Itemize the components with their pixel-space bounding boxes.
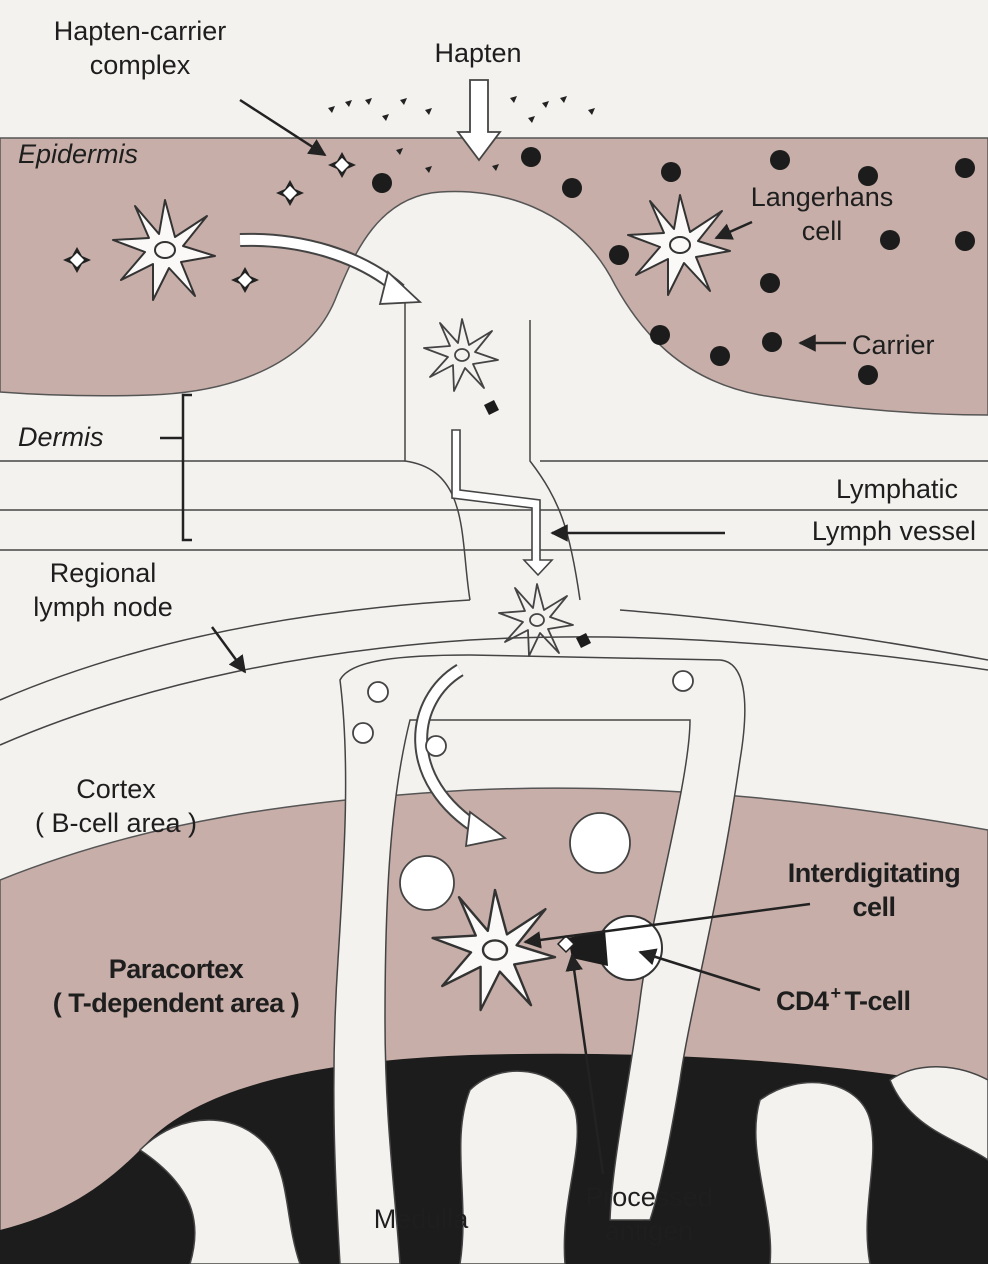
- label-lymph-vessel: Lymph vessel: [812, 514, 976, 548]
- label-cortex-line2: ( B-cell area ): [35, 806, 197, 840]
- label-processed-line1: Processed: [585, 1180, 713, 1214]
- label-langerhans-cell: Langerhans cell: [751, 180, 894, 248]
- label-cd4-prefix: CD4: [776, 986, 829, 1016]
- label-processed-line2: antigen: [585, 1214, 713, 1248]
- label-paracortex: Paracortex ( T-dependent area ): [53, 952, 300, 1020]
- label-processed-antigen: Processed antigen: [585, 1180, 713, 1248]
- label-hapten: Hapten: [434, 36, 521, 70]
- label-hapten-carrier-line2: complex: [54, 48, 227, 82]
- label-medulla: Medulla: [374, 1202, 469, 1236]
- label-epidermis: Epidermis: [18, 137, 138, 171]
- label-cd4-sup: +: [831, 983, 841, 1003]
- label-langerhans-line1: Langerhans: [751, 180, 894, 214]
- label-hapten-carrier-line1: Hapten-carrier: [54, 14, 227, 48]
- label-regional-lymph-node: Regional lymph node: [33, 556, 173, 624]
- label-interdigitating-line2: cell: [788, 890, 960, 924]
- label-regional-line2: lymph node: [33, 590, 173, 624]
- label-cd4-suffix: T-cell: [845, 986, 911, 1016]
- label-langerhans-line2: cell: [751, 214, 894, 248]
- label-paracortex-line2: ( T-dependent area ): [53, 986, 300, 1020]
- label-interdigitating-line1: Interdigitating: [788, 856, 960, 890]
- label-paracortex-line1: Paracortex: [53, 952, 300, 986]
- label-cd4-t-cell: CD4+T-cell: [776, 984, 911, 1018]
- label-dermis: Dermis: [18, 420, 104, 454]
- label-interdigitating-cell: Interdigitating cell: [788, 856, 960, 924]
- label-cortex: Cortex ( B-cell area ): [35, 772, 197, 840]
- label-lymphatic: Lymphatic: [836, 472, 958, 506]
- label-hapten-carrier-complex: Hapten-carrier complex: [54, 14, 227, 82]
- label-regional-line1: Regional: [33, 556, 173, 590]
- label-carrier: Carrier: [852, 328, 935, 362]
- label-cortex-line1: Cortex: [35, 772, 197, 806]
